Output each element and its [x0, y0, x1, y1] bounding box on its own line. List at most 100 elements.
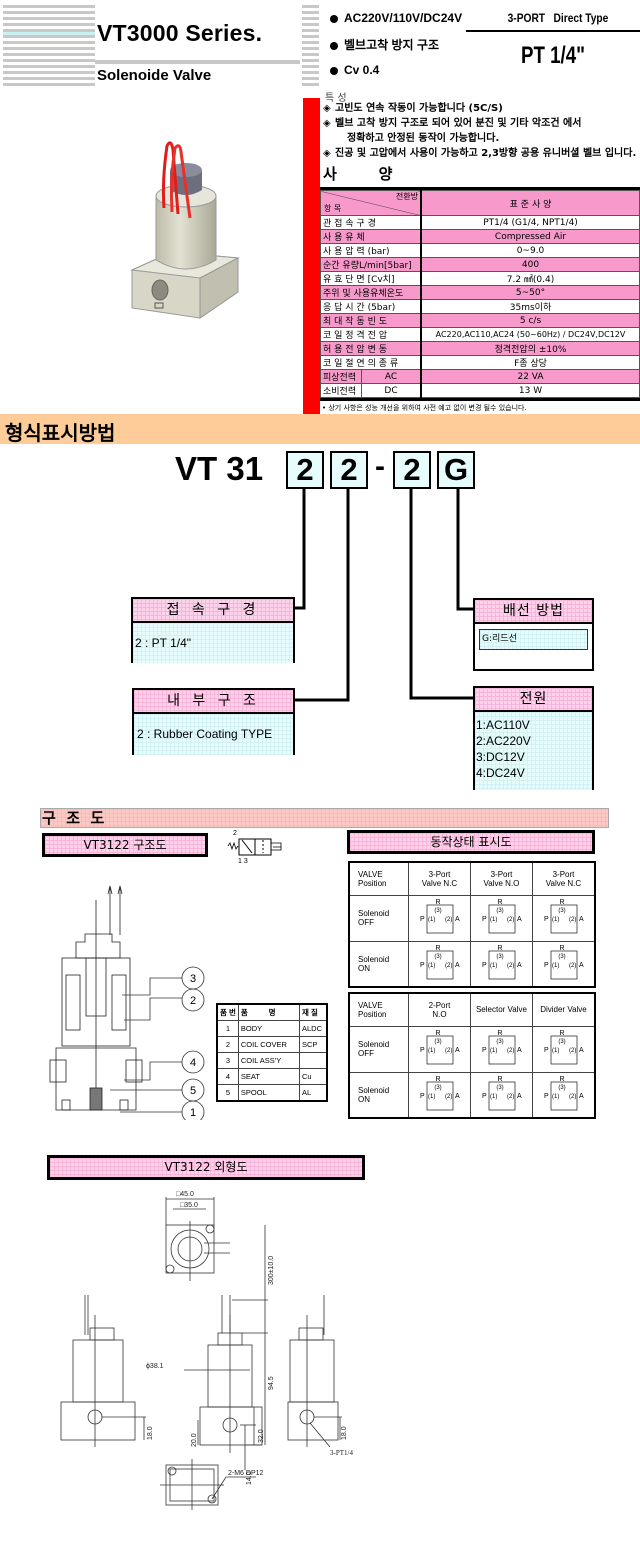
svg-text:A: A	[517, 1093, 522, 1100]
svg-text:(2): (2)	[569, 1094, 576, 1100]
svg-text:(1): (1)	[428, 963, 435, 969]
red-side-bar	[303, 98, 320, 414]
svg-text:(1): (1)	[490, 917, 497, 923]
svg-text:1 3: 1 3	[238, 858, 248, 864]
svg-text:A: A	[579, 1047, 584, 1054]
svg-text:A: A	[517, 962, 522, 969]
bullet-icon	[330, 66, 338, 75]
svg-text:(3): (3)	[497, 1039, 504, 1045]
dim-18-right: 18.0	[341, 1426, 348, 1440]
svg-text:P: P	[482, 1093, 487, 1100]
svg-text:(2): (2)	[445, 963, 452, 969]
dim-mount: 2-M6 DP12	[228, 1470, 264, 1477]
callout-3: 3	[190, 973, 196, 985]
feature-anti-stick: 벨브고착 방지 구조	[330, 36, 439, 53]
characteristic-item: ◈고빈도 연속 작동이 가능합니다 (5C/S)	[323, 103, 503, 114]
label-port-size-body: 2 : PT 1/4"	[133, 623, 293, 663]
svg-text:R: R	[560, 1030, 565, 1037]
header-stripe-highlight	[3, 32, 95, 35]
svg-text:A: A	[517, 916, 522, 923]
code-dash: -	[375, 450, 385, 483]
dim-ports: 3-PT1/4	[330, 1449, 353, 1457]
structure-title: 구 조 도	[42, 809, 105, 827]
code-box-power: 2	[393, 451, 431, 489]
model-code-banner	[0, 414, 640, 444]
svg-text:(3): (3)	[435, 908, 442, 914]
valve-symbol-icon: 2 1 3	[227, 830, 282, 864]
characteristics-heading: 특 성	[325, 93, 347, 104]
svg-text:(2): (2)	[569, 963, 576, 969]
svg-text:(3): (3)	[559, 954, 566, 960]
characteristic-item: ◈벨브 고착 방지 구조로 되어 있어 분진 및 기타 악조건 에서	[323, 118, 582, 129]
svg-text:R: R	[436, 1030, 441, 1037]
svg-text:(3): (3)	[497, 954, 504, 960]
outline-title: VT3122 외형도	[47, 1155, 365, 1180]
svg-text:A: A	[517, 1047, 522, 1054]
svg-text:(3): (3)	[559, 1085, 566, 1091]
title-divider	[95, 60, 300, 64]
svg-text:(1): (1)	[428, 917, 435, 923]
code-box-wiring: G	[437, 451, 475, 489]
svg-text:P: P	[482, 1047, 487, 1054]
dim-20: 20.0	[191, 1433, 198, 1447]
svg-text:P: P	[420, 1047, 425, 1054]
bullet-icon	[330, 41, 338, 50]
svg-text:P: P	[544, 916, 549, 923]
callout-2: 2	[190, 995, 196, 1007]
svg-text:P: P	[420, 1093, 425, 1100]
svg-text:A: A	[579, 1093, 584, 1100]
svg-text:(3): (3)	[497, 908, 504, 914]
spec-row: 유 효 단 면 [Cv치]7.2 ㎟(0.4)	[320, 271, 640, 286]
svg-text:(3): (3)	[559, 1039, 566, 1045]
svg-text:(2): (2)	[507, 1048, 514, 1054]
svg-text:(2): (2)	[507, 917, 514, 923]
spec-row: 사 용 압 력 (bar)0~9.0	[320, 243, 640, 258]
svg-text:R: R	[498, 899, 503, 906]
model-prefix: VT 31	[175, 450, 264, 487]
port-type: 3-PORT Direct Type	[507, 11, 609, 25]
svg-text:2: 2	[233, 830, 237, 837]
label-power: 전원 1:AC110V 2:AC220V 3:DC12V 4:DC24V	[473, 686, 594, 790]
label-structure-title: 내 부 구 조	[134, 690, 293, 714]
label-wiring-body: G:리드선	[479, 629, 588, 650]
svg-text:P: P	[544, 962, 549, 969]
svg-text:P: P	[482, 916, 487, 923]
svg-text:(2): (2)	[445, 917, 452, 923]
svg-text:R: R	[560, 1076, 565, 1083]
svg-text:P: P	[420, 916, 425, 923]
spec-header-left: 전환방 항 목	[320, 190, 423, 216]
label-wiring-title: 배선 방법	[475, 600, 592, 624]
characteristic-item: ◈진공 및 고압에서 사용이 가능하고 2,3방향 공용 유니버셜 벨브 입니다…	[323, 148, 637, 159]
svg-text:(3): (3)	[559, 908, 566, 914]
label-port-size-title: 접 속 구 경	[133, 599, 293, 623]
connector-wiring	[456, 489, 473, 611]
cross-section-drawing: 3 2 4 5 1	[49, 885, 205, 1120]
svg-text:(2): (2)	[445, 1048, 452, 1054]
callout-1: 1	[190, 1107, 196, 1119]
label-power-body: 1:AC110V 2:AC220V 3:DC12V 4:DC24V	[475, 712, 592, 790]
svg-text:A: A	[455, 962, 460, 969]
svg-text:(3): (3)	[497, 1085, 504, 1091]
outline-drawing: □45.0 □35.0 300±10.0 ϕ38.1 94.5 32.0 20.…	[60, 1191, 353, 1510]
svg-text:(1): (1)	[552, 1048, 559, 1054]
dim-18-left: 18.0	[147, 1426, 154, 1440]
state-table-1: VALVE Position 3-Port Valve N.C 3-Port V…	[348, 861, 596, 988]
svg-text:(1): (1)	[490, 1094, 497, 1100]
structure-banner	[40, 808, 609, 828]
dim-14: 14.0	[246, 1471, 253, 1485]
